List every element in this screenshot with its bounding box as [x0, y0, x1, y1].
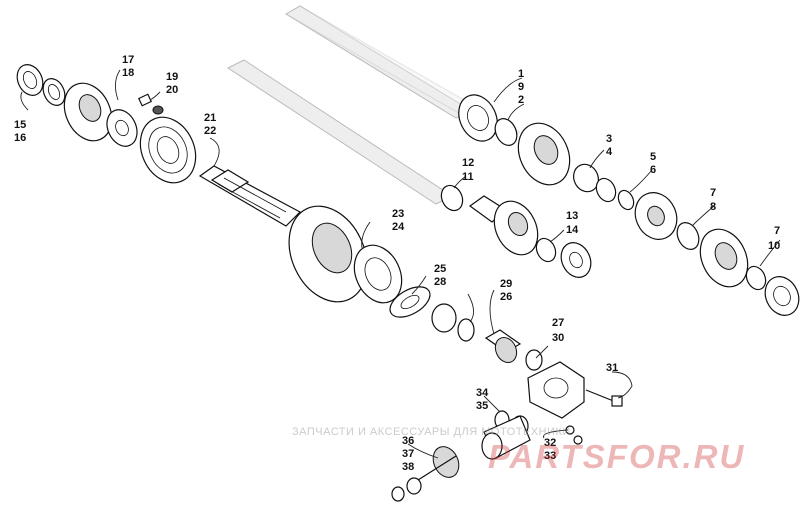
callout-5: 5 — [650, 151, 656, 163]
callout-4: 4 — [606, 146, 613, 158]
callout-22: 22 — [204, 125, 216, 137]
callout-3: 3 — [606, 133, 612, 145]
part-11-gear-cluster — [468, 195, 539, 256]
part-38-ring — [391, 486, 405, 502]
part-22-splined-shaft — [198, 165, 301, 227]
part-16-washer — [42, 78, 66, 106]
part-1-bearing — [458, 94, 498, 142]
part-13-washer — [535, 237, 557, 263]
part-36-driven-gear — [417, 446, 460, 481]
callout-6: 6 — [650, 164, 656, 176]
callout-34: 34 — [476, 387, 489, 399]
part-6-dog-clutch — [634, 192, 678, 240]
callout-35: 35 — [476, 400, 488, 412]
part-2-washer — [494, 118, 518, 146]
watermark-logo: PARTSFOR.RU — [488, 438, 746, 475]
part-23-large-gear — [288, 205, 368, 303]
callout-37: 37 — [402, 448, 414, 460]
part-15-bearing — [16, 64, 44, 96]
part-4-snap-ring — [595, 177, 617, 203]
callout-36: 36 — [402, 435, 414, 447]
callout-23: 23 — [392, 208, 404, 220]
part-12-washer — [440, 184, 464, 212]
part-29-pinion-gear — [484, 329, 522, 364]
callout-12: 12 — [462, 157, 474, 169]
callout-26: 26 — [500, 291, 512, 303]
callout-11: 11 — [462, 171, 474, 183]
part-28-ring — [457, 318, 475, 342]
callout-24: 24 — [392, 221, 405, 233]
part-18-washer — [106, 109, 138, 147]
callout-31: 31 — [606, 362, 618, 374]
part-28-seal — [431, 303, 457, 333]
part-3-needle-bearing — [573, 163, 599, 193]
part-24-bearing — [353, 244, 403, 304]
part-37-washer — [406, 477, 422, 495]
part-30-housing — [527, 361, 585, 419]
callout-13: 13 — [566, 210, 578, 222]
part-27-oring — [525, 349, 543, 371]
part-10-bearing — [764, 276, 800, 316]
callout-16: 16 — [14, 132, 26, 144]
part-5-washer — [617, 189, 635, 211]
callout-17: 17 — [122, 54, 134, 66]
part-19-pin — [137, 93, 153, 107]
leader-lines — [20, 69, 781, 459]
callout-7-lower: 7 — [774, 225, 780, 237]
part-33-pin — [573, 435, 583, 445]
callout-33: 33 — [544, 450, 556, 462]
callout-28: 28 — [434, 276, 446, 288]
part-20-clip — [152, 105, 164, 115]
part-8-gear — [699, 228, 749, 288]
part-7-washer — [676, 222, 700, 250]
part-21-bearing — [139, 116, 197, 184]
watermark-tagline: ЗАПЧАСТИ И АКСЕССУАРЫ ДЛЯ МОТОТЕХНИКИ — [292, 426, 571, 438]
callout-14: 14 — [566, 224, 579, 236]
part-2-gear — [517, 122, 571, 186]
part-25-flange — [389, 286, 431, 318]
callout-20: 20 — [166, 84, 178, 96]
part-14-bearing — [560, 242, 592, 278]
callout-21: 21 — [204, 112, 216, 124]
part-31-bolt — [585, 389, 623, 407]
callout-2: 2 — [518, 94, 524, 106]
part-7-washer-b — [745, 265, 767, 291]
callout-25: 25 — [434, 263, 446, 275]
callout-9: 9 — [518, 81, 524, 93]
callout-10: 10 — [768, 240, 780, 252]
callout-7-upper: 7 — [710, 187, 716, 199]
callout-8: 8 — [710, 201, 716, 213]
callout-labels: 15 16 17 18 19 20 21 22 23 24 25 28 29 2… — [14, 54, 780, 473]
callout-32: 32 — [544, 437, 556, 449]
part-35-cylinder — [481, 415, 531, 460]
callout-19: 19 — [166, 71, 178, 83]
callout-30: 30 — [552, 332, 564, 344]
callout-27: 27 — [552, 317, 564, 329]
callout-1: 1 — [518, 68, 524, 80]
part-17-gear — [63, 82, 113, 142]
callout-29: 29 — [500, 278, 512, 290]
callout-15: 15 — [14, 119, 26, 131]
callout-38: 38 — [402, 461, 414, 473]
callout-18: 18 — [122, 67, 134, 79]
